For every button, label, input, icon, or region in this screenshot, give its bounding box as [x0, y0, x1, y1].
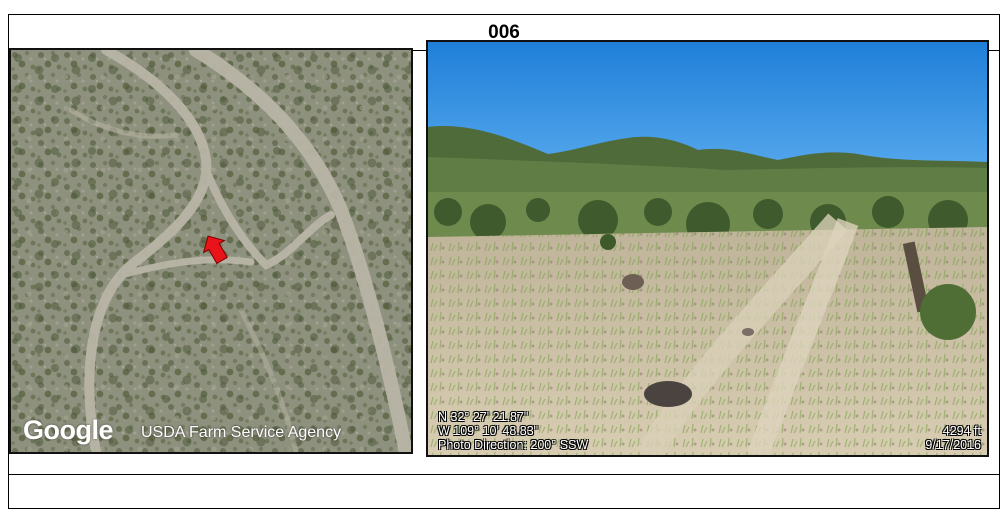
aerial-map: Google USDA Farm Service Agency — [9, 48, 413, 454]
latitude-label: N 32° 27' 21.87" — [438, 410, 529, 424]
photo-direction-label: Photo Direction: 200° SSW — [438, 438, 589, 452]
longitude-label: W 109° 10' 48.83" — [438, 424, 539, 438]
satellite-imagery — [11, 50, 411, 452]
imagery-credit: USDA Farm Service Agency — [141, 424, 342, 441]
site-photo: N 32° 27' 21.87" W 109° 10' 48.83" Photo… — [426, 40, 989, 457]
landscape-photo — [428, 42, 987, 455]
location-arrow-icon — [202, 235, 228, 265]
gps-overlay: N 32° 27' 21.87" W 109° 10' 48.83" Photo… — [438, 410, 588, 452]
map-attribution: Google USDA Farm Service Agency — [13, 412, 411, 446]
caption-row — [9, 474, 999, 509]
elevation-date-overlay: 4294 ft 9/17/2016 — [925, 424, 981, 452]
google-logo: Google — [23, 415, 114, 445]
date-label: 9/17/2016 — [925, 438, 981, 452]
elevation-label: 4294 ft — [942, 424, 981, 438]
